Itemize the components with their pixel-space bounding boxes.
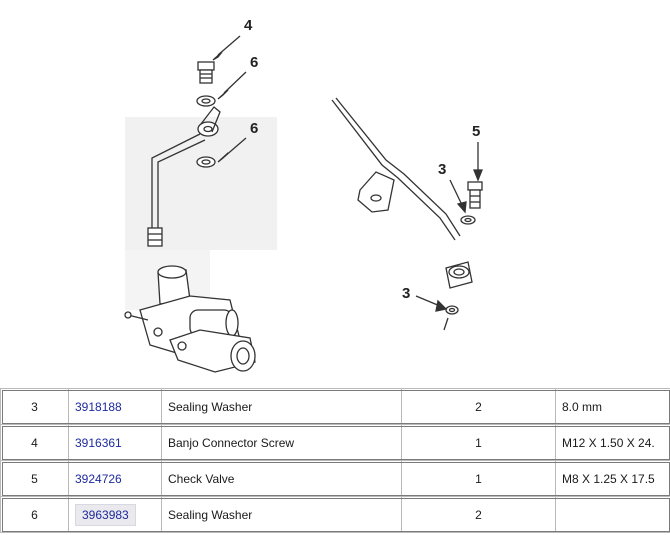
table-row: 3 3918188 Sealing Washer 2 8.0 mm — [0, 388, 670, 425]
callout-arrow-3-upper — [449, 179, 463, 206]
callout-arrow-6-upper — [223, 71, 247, 94]
ref-cell: 6 — [0, 496, 69, 533]
banjo-screw-part-4 — [197, 61, 215, 84]
table-row: 4 3916361 Banjo Connector Screw 1 M12 X … — [0, 424, 670, 461]
lift-pump-body — [124, 265, 256, 373]
right-assembly — [331, 97, 483, 331]
description-cell: Banjo Connector Screw — [161, 424, 402, 461]
part-number-link-highlighted[interactable]: 3963983 — [75, 503, 136, 526]
callout-label-3-lower: 3 — [402, 285, 410, 302]
spec-cell: M12 X 1.50 X 24. — [555, 424, 670, 461]
spec-cell — [555, 496, 670, 533]
callout-arrow-3-lower — [415, 295, 441, 307]
table-row: 5 3924726 Check Valve 1 M8 X 1.25 X 17.5 — [0, 460, 670, 497]
callout-label-3-upper: 3 — [438, 161, 446, 178]
callout-label-6-lower: 6 — [250, 120, 258, 137]
callout-label-4: 4 — [244, 17, 253, 34]
part-number-link[interactable]: 3916361 — [75, 435, 122, 450]
quantity-cell: 1 — [401, 460, 556, 497]
ref-cell: 5 — [0, 460, 69, 497]
quantity-cell: 2 — [401, 388, 556, 425]
ref-cell: 4 — [0, 424, 69, 461]
callout-label-5: 5 — [472, 123, 480, 140]
spec-cell: M8 X 1.25 X 17.5 — [555, 460, 670, 497]
table-row: 6 3963983 Sealing Washer 2 — [0, 496, 670, 533]
sealing-washer-lower-part-3 — [445, 305, 459, 315]
description-cell: Sealing Washer — [161, 496, 402, 533]
description-cell: Check Valve — [161, 460, 402, 497]
fuel-line-tube — [151, 133, 201, 228]
callout-label-6-upper: 6 — [250, 54, 258, 71]
sealing-washer-upper-part-3 — [460, 215, 476, 225]
part-number-cell: 3916361 — [68, 424, 162, 461]
banjo-fitting — [197, 106, 221, 137]
quantity-cell: 2 — [401, 496, 556, 533]
part-number-cell: 3963983 — [68, 496, 162, 533]
part-number-cell: 3924726 — [68, 460, 162, 497]
bracket-tab — [357, 171, 395, 213]
sealing-washer-lower-part-6 — [196, 156, 216, 168]
description-cell: Sealing Washer — [161, 388, 402, 425]
parts-list-table: 3 3918188 Sealing Washer 2 8.0 mm 4 3916… — [0, 388, 670, 533]
check-valve-part-5 — [467, 181, 483, 209]
ref-cell: 3 — [0, 388, 69, 425]
spec-cell: 8.0 mm — [555, 388, 670, 425]
part-number-link[interactable]: 3918188 — [75, 399, 122, 414]
part-number-cell: 3918188 — [68, 388, 162, 425]
mounting-bracket — [331, 99, 456, 241]
left-assembly — [124, 35, 256, 373]
exploded-parts-diagram: 4 6 6 5 3 3 — [124, 17, 483, 373]
quantity-cell: 1 — [401, 424, 556, 461]
part-number-link[interactable]: 3924726 — [75, 471, 122, 486]
sealing-washer-upper-part-6 — [196, 95, 216, 107]
